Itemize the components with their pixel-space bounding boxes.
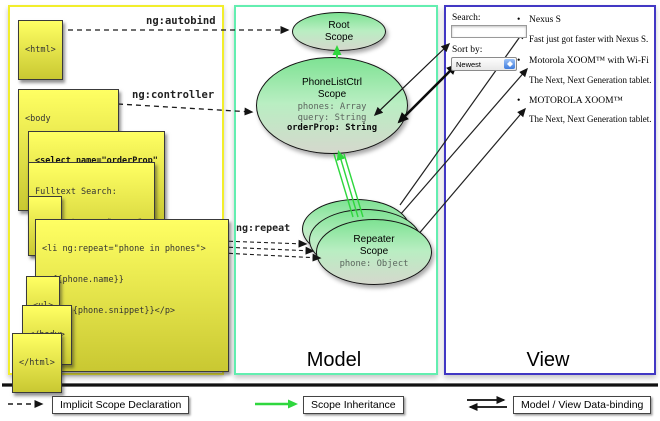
- view-column-label: View: [526, 349, 570, 371]
- legend-implicit-scope-declaration: Implicit Scope Declaration: [52, 396, 190, 414]
- code-box-html-open: <html>: [18, 20, 63, 80]
- phonelistctrl-prop-phones: phones: Array: [297, 102, 367, 113]
- bullet-icon: •: [517, 96, 521, 106]
- autobind-label: ng:autobind: [146, 15, 216, 27]
- legend-model-view-data-binding: Model / View Data-binding: [513, 396, 652, 414]
- phone-item-desc: Fast just got faster with Nexus S.: [529, 34, 649, 44]
- phone-item-desc: The Next, Next Generation tablet.: [529, 114, 652, 124]
- phone-item-title: Nexus S: [529, 15, 561, 25]
- bullet-icon: •: [517, 15, 521, 25]
- phonelistctrl-prop-query: query: String: [297, 112, 367, 123]
- bullet-icon: •: [517, 56, 521, 66]
- sort-dropdown[interactable]: Newest: [451, 57, 517, 71]
- legend-scope-inheritance: Scope Inheritance: [303, 396, 404, 414]
- code-box-html-close: </html>: [12, 333, 62, 393]
- model-column-label: Model: [306, 349, 362, 371]
- sort-dropdown-value: Newest: [456, 60, 482, 69]
- repeater-prop-phone: phone: Object: [339, 259, 409, 270]
- phone-item-desc: The Next, Next Generation tablet.: [529, 75, 652, 85]
- sort-dropdown-stepper-icon: [504, 59, 515, 69]
- phone-item-title: MOTOROLA XOOM™: [529, 96, 623, 106]
- sort-by-label: Sort by:: [452, 45, 483, 55]
- repeat-label: ng:repeat: [236, 223, 291, 234]
- search-label: Search:: [452, 13, 481, 23]
- controller-label: ng:controller: [132, 89, 215, 101]
- search-input[interactable]: [451, 25, 527, 38]
- phonelistctrl-prop-orderprop: orderProp: String: [286, 123, 378, 134]
- phone-item-title: Motorola XOOM™ with Wi-Fi: [529, 56, 649, 66]
